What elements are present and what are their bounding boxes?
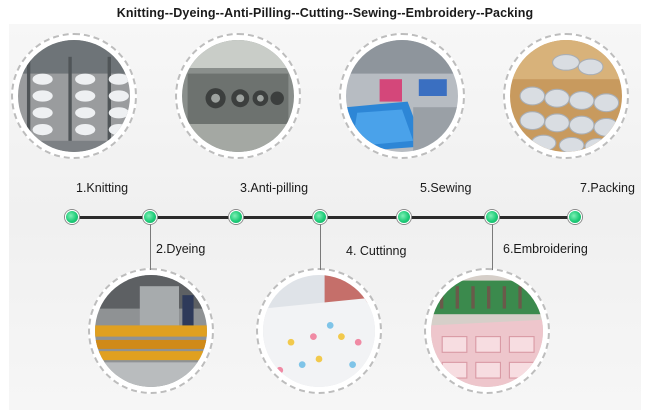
step-label-cutting: 4. Cuttinng [346,244,407,258]
step-node-anti-pilling [229,210,243,224]
step-label-anti-pilling: 3.Anti-pilling [240,181,309,195]
step-label-knitting: 1.Knitting [76,181,129,195]
knitting-photo [11,33,137,159]
dyeing-photo [88,268,214,394]
step-node-cutting [313,210,327,224]
anti-pilling-photo [175,33,301,159]
sewing-photo [339,33,465,159]
connector-embroidering [492,224,493,270]
step-node-sewing [397,210,411,224]
cutting-photo [256,268,382,394]
step-label-sewing: 5.Sewing [420,181,472,195]
packing-photo [503,33,629,159]
step-label-packing: 7.Packing [580,181,635,195]
step-node-knitting [65,210,79,224]
step-node-embroidering [485,210,499,224]
connector-dyeing [150,224,151,270]
embroidering-photo [424,268,550,394]
step-label-embroidering: 6.Embroidering [503,242,588,256]
process-title: Knitting--Dyeing--Anti-Pilling--Cutting-… [116,6,534,20]
connector-cutting [320,224,321,270]
step-label-dyeing: 2.Dyeing [156,242,206,256]
step-node-dyeing [143,210,157,224]
step-node-packing [568,210,582,224]
